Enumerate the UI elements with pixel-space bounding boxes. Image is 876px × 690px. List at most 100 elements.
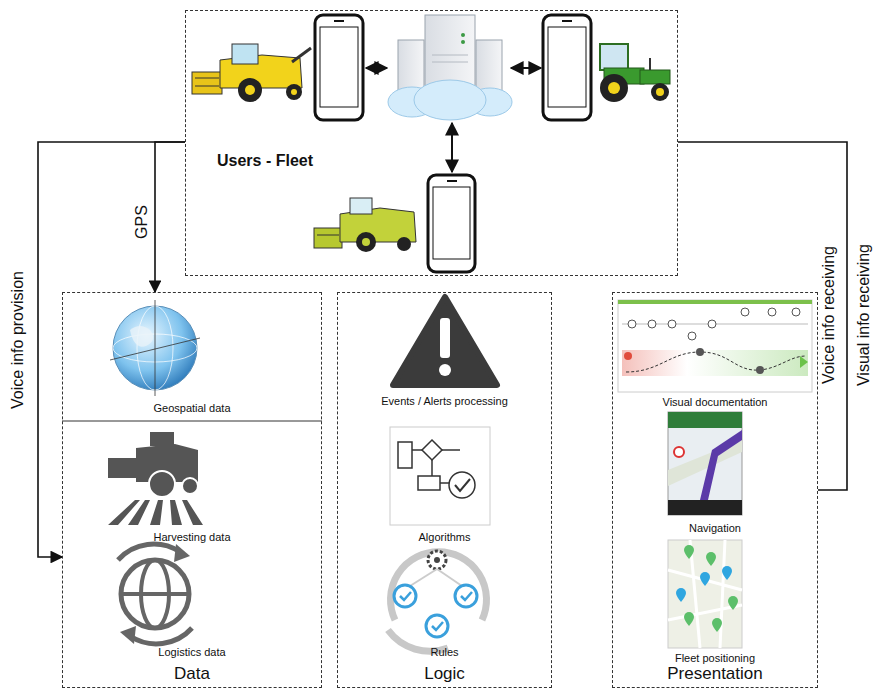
- cloud-server: [461, 40, 465, 44]
- fleet-map: [684, 545, 694, 559]
- rules-icon: [400, 592, 472, 630]
- timeline-screenshot: [668, 320, 676, 328]
- algorithm-icon: [390, 427, 490, 525]
- cloud-server: [388, 15, 512, 120]
- cloud-server: [432, 55, 468, 56]
- connector: [38, 142, 185, 557]
- smartphone: [315, 15, 591, 272]
- navigation-screenshot: [668, 412, 742, 515]
- rules-icon: [391, 552, 487, 620]
- layer-title: Data: [63, 664, 321, 684]
- fleet-map: [668, 540, 742, 648]
- smartphone: [334, 20, 344, 22]
- green-combine: [356, 232, 376, 252]
- link-arrow: [366, 67, 387, 69]
- harvester-icon: [182, 478, 198, 494]
- rules-icon: [455, 585, 477, 607]
- item-label: Events / Alerts processing: [381, 395, 508, 408]
- cloud-server: [461, 33, 465, 37]
- timeline-screenshot: [768, 308, 776, 316]
- fleet-map: [668, 540, 742, 648]
- timeline-screenshot: [741, 308, 749, 316]
- timeline-screenshot: [622, 350, 808, 376]
- data-item: Harvesting data: [62, 422, 322, 548]
- fleet-map: [700, 572, 710, 586]
- layer-title: Presentation: [613, 664, 817, 684]
- algorithm-icon: [418, 476, 440, 490]
- edge-label: Voice info receiving: [820, 244, 838, 386]
- warning-icon: [439, 364, 451, 376]
- logic-item: Events / Alerts processing: [337, 292, 552, 408]
- presentation-item: Visual documentation: [612, 292, 818, 412]
- logic-item: Rules: [337, 548, 552, 662]
- globe-icon: [155, 300, 156, 396]
- smartphone: [315, 15, 363, 120]
- link-arrow: [366, 68, 541, 172]
- algorithm-icon: [412, 449, 422, 451]
- green-combine: [314, 228, 342, 248]
- layer-panel: Presentation Visual documentationNavigati…: [612, 292, 818, 688]
- item-label: Navigation: [689, 522, 741, 535]
- presentation-item: Navigation: [612, 412, 818, 536]
- harvester-icon: [108, 432, 203, 525]
- green-tractor: [608, 82, 620, 94]
- fleet-box: Users - Fleet: [185, 10, 678, 276]
- logistics-icon: [121, 560, 189, 628]
- green-tractor: [640, 70, 670, 84]
- rules-icon: [434, 557, 440, 563]
- smartphone: [543, 15, 591, 120]
- yellow-combine: [286, 84, 302, 100]
- yellow-combine: [192, 44, 311, 102]
- group-title: Users - Fleet: [217, 151, 313, 171]
- yellow-combine: [232, 44, 258, 64]
- flow-label: Visual info receiving: [855, 242, 873, 388]
- fleet-map: [728, 596, 738, 610]
- green-combine: [362, 238, 370, 246]
- cloud-server: [414, 80, 486, 120]
- globe-icon: [130, 326, 153, 347]
- edge-label: GPS: [133, 203, 151, 241]
- harvester-icon: [150, 432, 174, 446]
- algorithm-icon: [449, 472, 475, 498]
- rules-icon: [388, 551, 487, 651]
- navigation-screenshot: [700, 430, 742, 500]
- data-item: Logistics data: [62, 548, 322, 662]
- smartphone: [447, 180, 457, 182]
- layer-panel: DataGeospatial dataHarvesting dataLogist…: [62, 292, 322, 688]
- smartphone: [320, 27, 358, 107]
- link-arrow: [511, 67, 541, 69]
- yellow-combine: [245, 85, 255, 95]
- connector: [155, 142, 185, 292]
- item-label: Rules: [430, 646, 458, 659]
- timeline-screenshot: [708, 320, 716, 328]
- smartphone: [433, 187, 470, 259]
- rules-icon: [410, 569, 437, 586]
- green-combine: [350, 198, 372, 214]
- rules-icon: [428, 551, 446, 569]
- warning-icon: [393, 297, 497, 385]
- timeline-screenshot: [618, 300, 812, 392]
- navigation-screenshot: [668, 412, 742, 515]
- yellow-combine: [292, 48, 311, 62]
- navigation-screenshot: [674, 447, 684, 457]
- logistics-icon: [130, 628, 192, 644]
- globe-icon: [110, 300, 200, 396]
- yellow-combine: [195, 86, 219, 87]
- timeline-screenshot: [626, 352, 806, 372]
- fleet-map: [706, 552, 716, 566]
- yellow-combine: [195, 78, 219, 79]
- green-combine: [317, 235, 339, 236]
- timeline-screenshot: [800, 356, 808, 368]
- logistics-icon: [174, 544, 190, 562]
- connector: [678, 142, 847, 490]
- link-arrow: [451, 123, 453, 172]
- rules-icon: [426, 615, 448, 637]
- timeline-screenshot: [648, 320, 656, 328]
- green-tractor: [600, 74, 628, 102]
- logistics-icon: [118, 544, 192, 644]
- warning-icon: [393, 297, 497, 385]
- logistics-icon: [120, 626, 136, 644]
- timeline-screenshot: [618, 300, 812, 392]
